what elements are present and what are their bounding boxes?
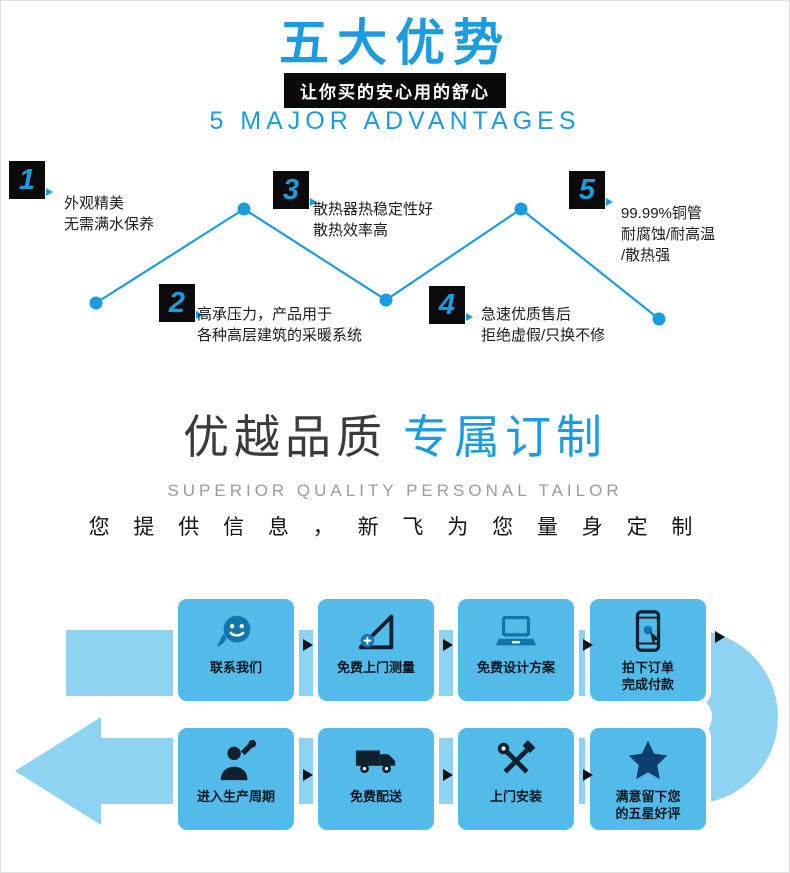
- subtitle-en: 5 MAJOR ADVANTAGES: [209, 107, 581, 135]
- flow-step-label: 免费上门测量: [336, 660, 415, 675]
- advantage-number: 2: [168, 286, 186, 319]
- quality-title-blue: 专属订制: [403, 411, 607, 463]
- arrow-right-icon: [303, 639, 313, 651]
- delivery-icon: [353, 734, 399, 788]
- arrow-right-icon: [583, 639, 593, 651]
- arrow-right-icon: [303, 769, 313, 781]
- advantage-text-4: 急速优质售后 拒绝虚假/只换不修: [481, 306, 606, 344]
- design-icon: [493, 605, 539, 659]
- quality-subtitle-en: SUPERIOR QUALITY PERSONAL TAILOR: [167, 481, 623, 500]
- advantage-badge-5: 5: [569, 171, 613, 209]
- flow-step-label: 满意留下您 的五星好评: [615, 789, 681, 821]
- flow-step-label: 拍下订单 完成付款: [621, 660, 674, 692]
- badge-arrow-icon: [46, 188, 53, 196]
- advantage-text-3: 散热器热稳定性好 散热效率高: [313, 201, 434, 239]
- flow-arrowhead-icon: [15, 717, 101, 825]
- flow-step-design: 免费设计方案: [453, 594, 579, 706]
- badge-arrow-icon: [310, 198, 317, 206]
- advantage-text-5: 99.99%铜管 耐腐蚀/耐高温 /散热强: [621, 205, 716, 264]
- contact-icon: [213, 605, 259, 659]
- flow-step-install: 上门安装: [453, 723, 579, 835]
- quality-title: 优越品质专属订制: [1, 401, 789, 467]
- service-flow: 联系我们 免费上门测量 免费设计方案: [1, 561, 789, 872]
- advantages-diagram: 1 2 3 4 5 外观精美 无需满水保养 高承压力，产品用于 各种高层建筑的采…: [1, 151, 789, 391]
- flow-step-order: 拍下订单 完成付款: [585, 594, 711, 706]
- production-icon: [213, 734, 259, 788]
- flow-step-label: 进入生产周期: [196, 789, 275, 804]
- flow-step-label: 免费配送: [349, 789, 402, 804]
- flow-step-label: 免费设计方案: [476, 660, 555, 675]
- review-icon: [625, 734, 671, 788]
- advantage-badge-2: 2: [159, 284, 203, 322]
- advantage-number: 1: [18, 163, 36, 196]
- flow-step-contact: 联系我们: [173, 594, 299, 706]
- flow-step-measure: 免费上门测量: [313, 594, 439, 706]
- flow-step-label: 上门安装: [489, 789, 542, 804]
- quality-subtitle-cn: 您 提 供 信 息 ， 新 飞 为 您 量 身 定 制: [88, 516, 702, 539]
- arrow-right-icon: [715, 631, 725, 643]
- advantage-text-2: 高承压力，产品用于 各种高层建筑的采暖系统: [197, 306, 363, 344]
- advantage-number: 5: [578, 173, 596, 206]
- install-icon: [493, 734, 539, 788]
- page-title: 五大优势: [279, 15, 511, 71]
- advantage-text-1: 外观精美 无需满水保养: [64, 195, 155, 233]
- badge-arrow-icon: [466, 313, 473, 321]
- advantage-badge-3: 3: [273, 171, 317, 209]
- advantage-badge-4: 4: [429, 286, 473, 324]
- badge-arrow-icon: [196, 311, 203, 319]
- flow-step-delivery: 免费配送: [313, 723, 439, 835]
- quality-section: 优越品质专属订制 SUPERIOR QUALITY PERSONAL TAILO…: [1, 401, 789, 541]
- order-icon: [625, 605, 671, 659]
- flow-step-production: 进入生产周期: [173, 723, 299, 835]
- arrow-right-icon: [443, 769, 453, 781]
- flow-step-review: 满意留下您 的五星好评: [585, 723, 711, 835]
- measure-icon: [353, 605, 399, 659]
- advantage-badge-1: 1: [9, 161, 53, 199]
- arrow-right-icon: [443, 639, 453, 651]
- badge-arrow-icon: [606, 198, 613, 206]
- advantage-number: 4: [438, 288, 456, 321]
- banner: 让你买的安心用的舒心: [284, 73, 506, 108]
- flow-step-label: 联系我们: [209, 660, 262, 675]
- advantage-number: 3: [282, 173, 300, 206]
- quality-title-dark: 优越品质: [183, 411, 387, 463]
- zigzag-line: [89, 202, 666, 326]
- arrow-right-icon: [583, 769, 593, 781]
